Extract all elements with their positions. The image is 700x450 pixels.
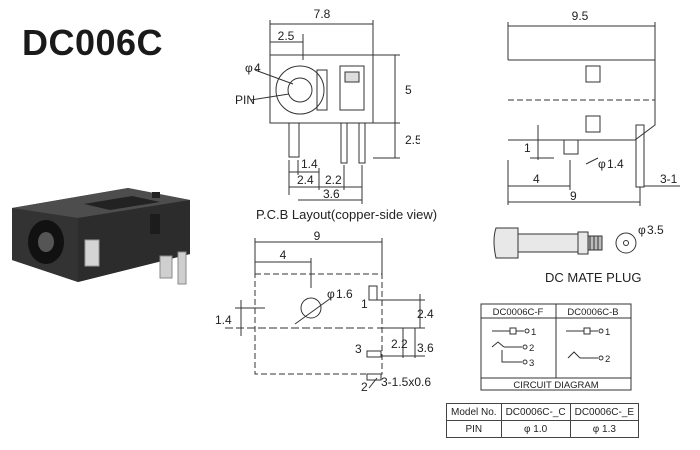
circuit-f-pin2: 2	[529, 343, 534, 354]
layout-pin1: 1	[361, 297, 368, 311]
layout-phi-symbol: φ	[327, 287, 335, 301]
circuit-caption: CIRCUIT DIAGRAM	[513, 380, 598, 391]
spec-cell-e: φ 1.3	[569, 420, 640, 438]
circuit-b-pin1: 1	[605, 327, 610, 338]
layout-dim-2-2: 2.2	[391, 337, 408, 351]
pcb-dim-width: 7.8	[314, 7, 331, 21]
side-dim-phi1-4: 1.4	[607, 157, 624, 171]
pcb-dim-2-5-top: 2.5	[278, 29, 295, 43]
pcb-dim-5: 5	[405, 83, 412, 97]
layout-dim-9: 9	[314, 229, 321, 243]
spec-phi-e: φ	[592, 423, 600, 435]
layout-dim-4: 4	[280, 248, 287, 262]
layout-dim-2-4: 2.4	[417, 307, 434, 321]
pcb-phi-symbol: φ	[245, 61, 253, 75]
table-row: Model No. DC0006C-_C DC0006C-_E	[446, 403, 640, 421]
layout-dim-3-6: 3.6	[417, 341, 434, 355]
side-dim-4: 4	[533, 172, 540, 186]
spec-header-model: Model No.	[446, 403, 502, 421]
plug-caption: DC MATE PLUG	[545, 270, 642, 285]
spec-value-e: 1.3	[602, 423, 616, 435]
pcb-dim-1-4: 1.4	[301, 157, 318, 171]
pcb-top-view: 7.8 2.5 φ 4 PIN 5 2.5 1.4 2.4 2.2 3.6	[235, 7, 420, 204]
layout-pin2: 2	[361, 380, 368, 394]
spec-phi-c: φ	[524, 423, 531, 435]
spec-header-c: DC0006C-_C	[500, 403, 571, 421]
layout-dim-phi1-6: 1.6	[336, 287, 353, 301]
circuit-col-f: DC0006C-F	[493, 307, 544, 318]
side-dim-3-1: 3-1	[660, 172, 678, 186]
pcb-dim-2-5-side: 2.5	[405, 133, 420, 147]
plug-dim-phi3-5: 3.5	[647, 223, 664, 237]
side-phi-symbol: φ	[598, 157, 606, 171]
spec-table: Model No. DC0006C-_C DC0006C-_E PIN φ 1.…	[446, 403, 640, 438]
layout-slot-dim: 3-1.5x0.6	[381, 375, 431, 389]
pcb-dim-2-2: 2.2	[325, 173, 342, 187]
mounting-layout: 9 4 φ 1.6 1.4 2.4 2.2 3.6 1 3 2 3-1.5x0.…	[215, 229, 434, 394]
side-view: 9.5 1 φ 1.4 4 9 3-1	[507, 9, 680, 206]
spec-value-c: 1.0	[533, 423, 548, 435]
side-dim-9-5: 9.5	[572, 9, 589, 23]
circuit-f-pin3: 3	[529, 358, 534, 369]
table-row: PIN φ 1.0 φ 1.3	[446, 420, 640, 438]
pcb-caption: P.C.B Layout(copper-side view)	[256, 207, 438, 222]
layout-dim-1-4: 1.4	[215, 313, 232, 327]
spec-cell-c: φ 1.0	[500, 420, 571, 438]
layout-pin3: 3	[355, 342, 362, 356]
pcb-pin-label: PIN	[235, 93, 255, 107]
product-title: DC006C	[22, 22, 164, 63]
plug-phi-symbol: φ	[638, 223, 646, 237]
circuit-f-pin1: 1	[531, 327, 536, 338]
spec-header-e: DC0006C-_E	[569, 403, 640, 421]
product-photo	[12, 188, 190, 285]
pcb-dim-phi4: 4	[254, 61, 261, 75]
pcb-dim-2-4: 2.4	[297, 173, 314, 187]
circuit-diagram: DC0006C-F DC0006C-B 1 2 3 1 2 CIRCUIT DI…	[480, 303, 632, 391]
pcb-dim-3-6: 3.6	[323, 187, 340, 201]
circuit-col-b: DC0006C-B	[567, 307, 618, 318]
circuit-b-pin2: 2	[605, 354, 610, 365]
dc-mate-plug: φ 3.5	[493, 223, 664, 259]
spec-row-label: PIN	[446, 420, 502, 438]
side-dim-9: 9	[570, 189, 577, 203]
side-dim-1: 1	[524, 141, 531, 155]
